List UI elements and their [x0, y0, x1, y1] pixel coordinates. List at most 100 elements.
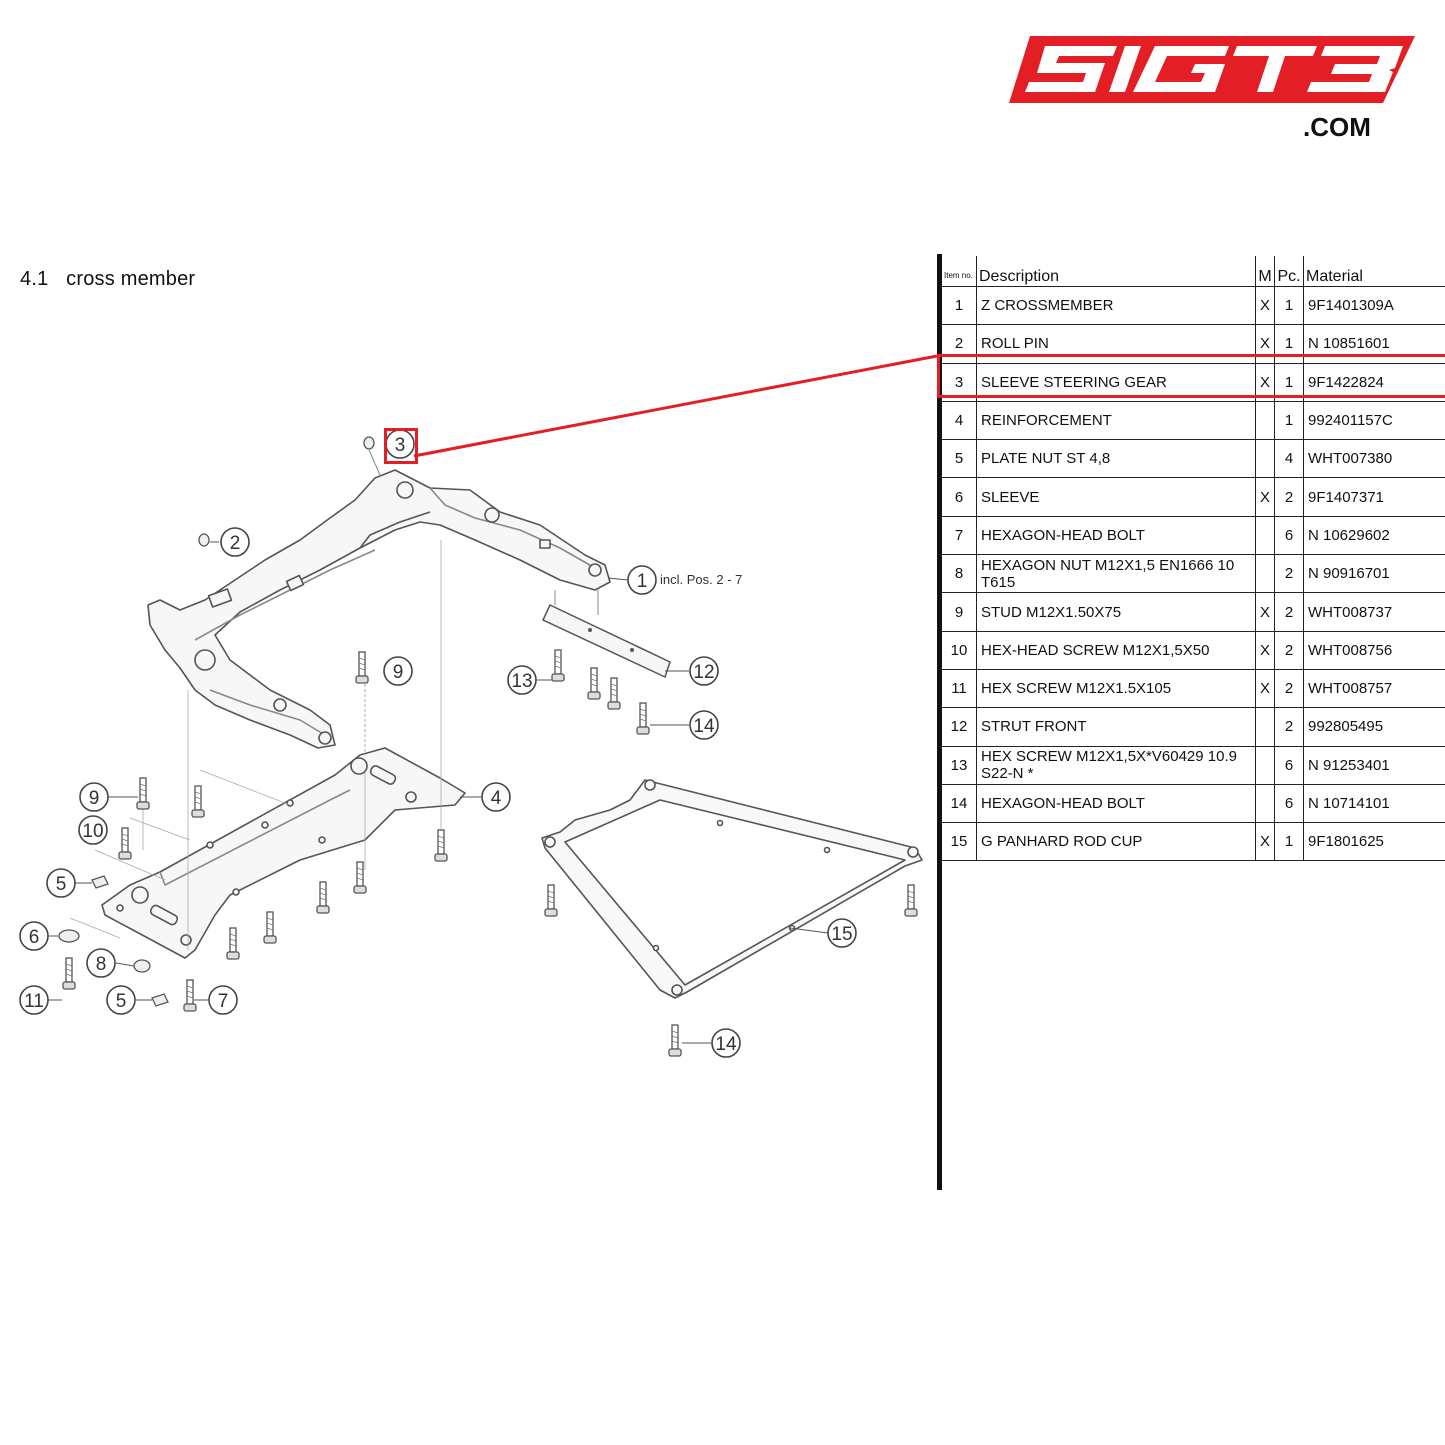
cell-item: 5 — [942, 439, 977, 479]
cell-pc: 2 — [1274, 631, 1304, 670]
callout-12[interactable]: 12 — [689, 656, 719, 686]
callout-7[interactable]: 7 — [208, 985, 238, 1015]
cell-material: N 91253401 — [1303, 746, 1445, 785]
cell-material: 992401157C — [1303, 401, 1445, 441]
cell-m: X — [1255, 286, 1275, 326]
cell-material: WHT008757 — [1303, 669, 1445, 709]
callout-14a[interactable]: 14 — [689, 710, 719, 740]
cell-material: N 10629602 — [1303, 516, 1445, 556]
header-item-no: Item no. — [942, 256, 977, 287]
cell-m: X — [1255, 477, 1275, 517]
cell-pc: 1 — [1274, 401, 1304, 441]
cell-description: HEX SCREW M12X1.5X105 — [976, 669, 1256, 709]
callout-5b[interactable]: 5 — [106, 985, 136, 1015]
cell-description: ROLL PIN — [976, 324, 1256, 364]
cell-m: X — [1255, 363, 1275, 402]
svg-text:14: 14 — [693, 716, 715, 737]
callout-13[interactable]: 13 — [507, 665, 537, 695]
cell-material: WHT008756 — [1303, 631, 1445, 670]
callout-14b[interactable]: 14 — [711, 1028, 741, 1058]
cell-description: HEX-HEAD SCREW M12X1,5X50 — [976, 631, 1256, 670]
cell-item: 6 — [942, 477, 977, 517]
cell-m: X — [1255, 631, 1275, 670]
callout-10[interactable]: 10 — [78, 815, 108, 845]
cell-m — [1255, 401, 1275, 441]
brand-logo[interactable] — [1005, 30, 1420, 145]
section-name: cross member — [66, 268, 196, 290]
svg-text:14: 14 — [715, 1034, 737, 1055]
strut-front-part — [542, 590, 671, 679]
cell-pc: 6 — [1274, 746, 1304, 785]
callout-8[interactable]: 8 — [86, 948, 116, 978]
cell-description: HEXAGON-HEAD BOLT — [976, 784, 1256, 824]
cell-pc: 2 — [1274, 669, 1304, 709]
cell-item: 9 — [942, 592, 977, 632]
callout-4[interactable]: 4 — [481, 782, 511, 812]
cell-m: X — [1255, 592, 1275, 632]
svg-text:8: 8 — [96, 954, 107, 975]
cell-pc: 2 — [1274, 592, 1304, 632]
svg-text:7: 7 — [218, 991, 229, 1012]
cell-description: STUD M12X1.50X75 — [976, 592, 1256, 632]
cell-item: 10 — [942, 631, 977, 670]
callout-11[interactable]: 11 — [19, 985, 49, 1015]
logo-letters — [1025, 46, 1403, 92]
header-m: M — [1255, 256, 1275, 287]
leader-lines — [48, 541, 829, 1044]
callout-15[interactable]: 15 — [827, 918, 857, 948]
cell-material: 9F1401309A — [1303, 286, 1445, 326]
callout-2[interactable]: 2 — [220, 527, 250, 557]
z-crossmember-part — [147, 469, 611, 749]
callout-9a[interactable]: 9 — [79, 782, 109, 812]
cell-m — [1255, 439, 1275, 479]
sleeve-steering-gear-part — [363, 436, 375, 450]
svg-text:3: 3 — [395, 435, 406, 456]
reinforcement-part — [101, 747, 466, 959]
small-parts — [58, 875, 169, 1007]
cell-item: 1 — [942, 286, 977, 326]
cell-description: HEX SCREW M12X1,5X*V60429 10.9 S22-N * — [976, 746, 1256, 785]
header-description: Description — [976, 256, 1256, 287]
cell-item: 2 — [942, 324, 977, 364]
svg-text:6: 6 — [29, 927, 40, 948]
cell-m: X — [1255, 324, 1275, 364]
cell-pc: 2 — [1274, 707, 1304, 747]
svg-text:9: 9 — [89, 788, 100, 809]
cell-pc: 1 — [1274, 286, 1304, 326]
cell-description: PLATE NUT ST 4,8 — [976, 439, 1256, 479]
callout-9b[interactable]: 9 — [383, 656, 413, 686]
cell-item: 4 — [942, 401, 977, 441]
cell-description: STRUT FRONT — [976, 707, 1256, 747]
callout-5a[interactable]: 5 — [46, 868, 76, 898]
callout-1[interactable]: 1 — [627, 565, 657, 595]
svg-text:1: 1 — [637, 571, 648, 592]
roll-pin-part — [198, 533, 210, 547]
svg-text:5: 5 — [56, 874, 67, 895]
cell-item: 13 — [942, 746, 977, 785]
logo-graphic — [1009, 36, 1415, 103]
callout-3[interactable]: 3 — [385, 429, 415, 459]
cell-description: HEXAGON NUT M12X1,5 EN1666 10 T615 — [976, 554, 1256, 594]
cell-description: Z CROSSMEMBER — [976, 286, 1256, 326]
cell-material: 992805495 — [1303, 707, 1445, 747]
svg-text:11: 11 — [24, 991, 44, 1012]
cell-m — [1255, 554, 1275, 594]
cell-item: 15 — [942, 822, 977, 862]
callout-6[interactable]: 6 — [19, 921, 49, 951]
